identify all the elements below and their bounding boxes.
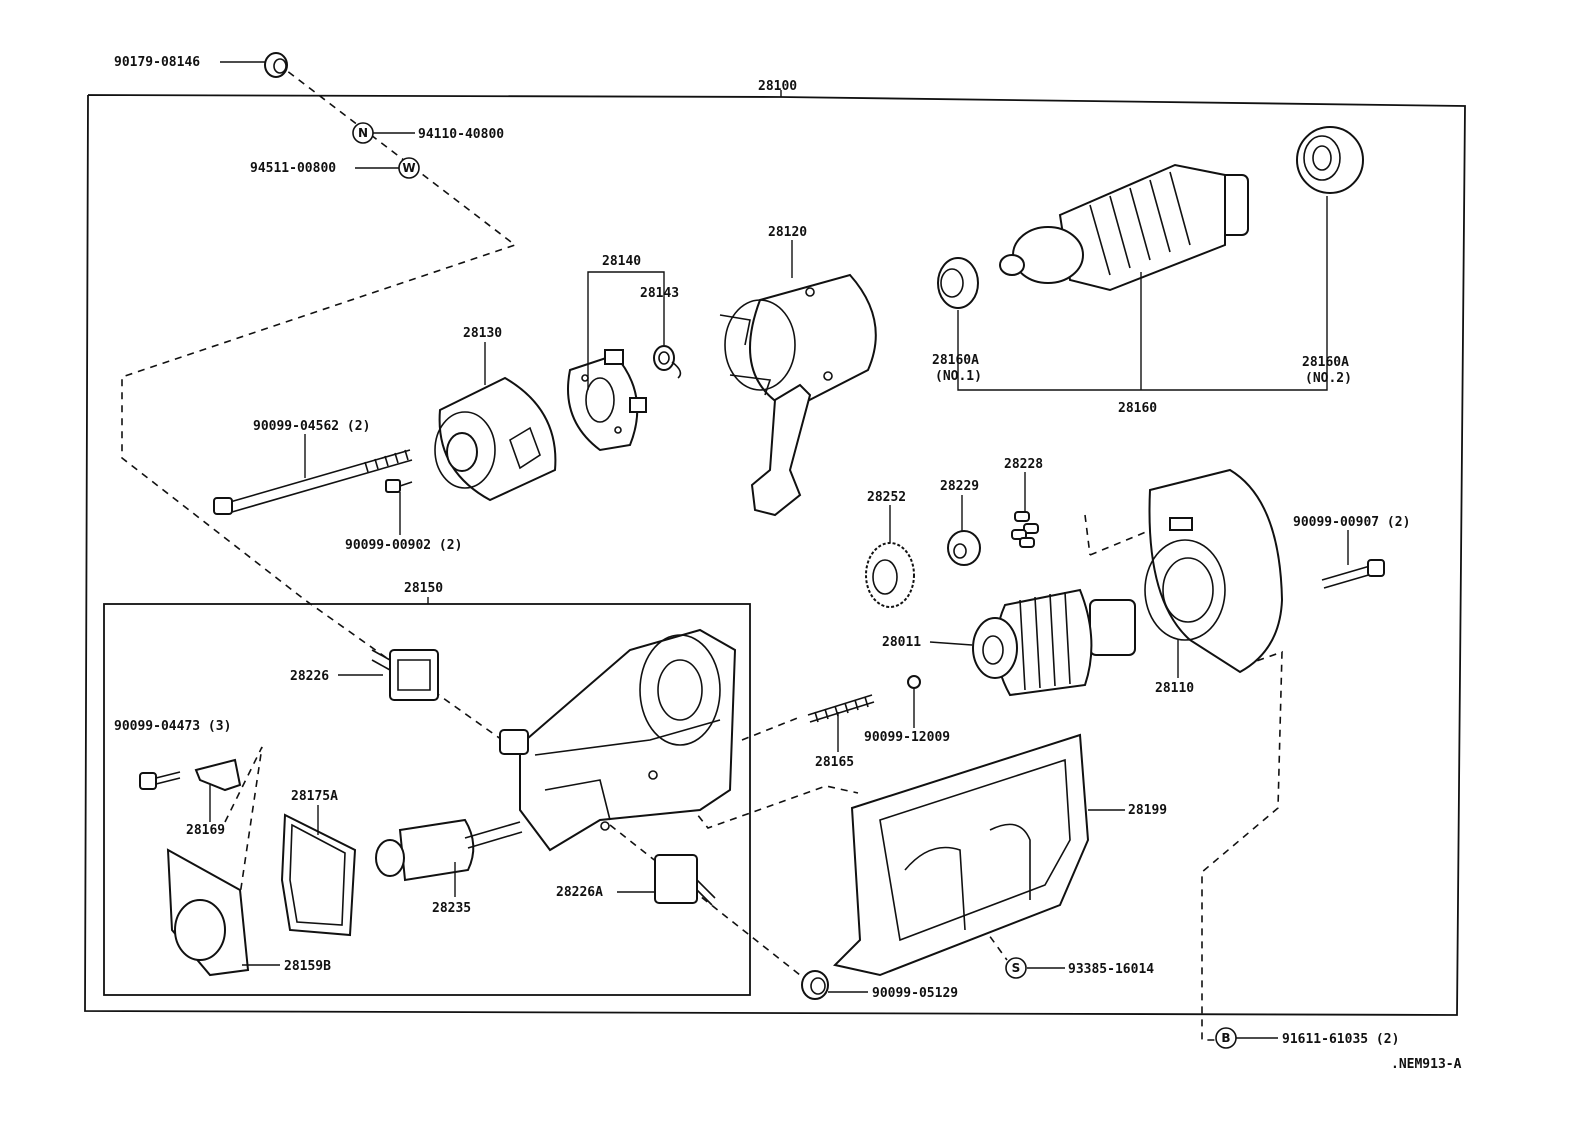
bolt-90099-00907-icon [1321, 559, 1385, 589]
label-94511-00800: 94511-00800 [250, 161, 336, 176]
yoke-28120-icon [719, 273, 877, 517]
symbol-s-icon: S [1005, 957, 1027, 979]
svg-text:W: W [402, 161, 415, 175]
nut-90099-05129-icon [801, 970, 829, 1000]
magnetic-switch-housing-icon [499, 628, 737, 852]
label-28165: 28165 [815, 755, 854, 770]
through-bolt-icon [213, 449, 413, 515]
plunger-28235-icon [375, 818, 523, 882]
svg-text:B: B [1221, 1031, 1230, 1045]
bearing-no2-icon [1296, 126, 1364, 194]
idle-gear-28252-icon [865, 542, 915, 608]
starter-housing-28110-icon [1144, 468, 1284, 674]
label-94110-40800: 94110-40800 [418, 127, 504, 142]
label-28110: 28110 [1155, 681, 1194, 696]
assembly-box-28100 [84, 94, 1466, 1016]
rollers-28228-icon [1011, 511, 1039, 548]
label-28143: 28143 [640, 286, 679, 301]
assembly-box-28150 [103, 603, 751, 996]
terminal-kit-28226-icon [371, 649, 439, 701]
label-28120: 28120 [768, 225, 807, 240]
retainer-28229-icon [947, 530, 981, 566]
label-93385-16014: 93385-16014 [1068, 962, 1154, 977]
label-28140: 28140 [602, 254, 641, 269]
gasket-28175a-icon [280, 813, 357, 937]
label-28235: 28235 [432, 901, 471, 916]
clutch-28011-icon [972, 588, 1136, 697]
svg-text:S: S [1012, 961, 1021, 975]
label-28100: 28100 [758, 79, 797, 94]
label-90099-05129: 90099-05129 [872, 986, 958, 1001]
cover-28159b-icon [166, 848, 250, 977]
leader-lines [209, 61, 1349, 1039]
label-28150: 28150 [404, 581, 443, 596]
label-90099-04562: 90099-04562 (2) [253, 419, 370, 434]
label-28160: 28160 [1118, 401, 1157, 416]
part-labels: 90179-08146 28100 94110-40800 94511-0080… [114, 55, 1462, 1072]
label-28199: 28199 [1128, 803, 1167, 818]
symbol-n-icon: N [352, 122, 374, 144]
symbol-b-icon: B [1215, 1027, 1237, 1049]
label-91611-61035: 91611-61035 (2) [1282, 1032, 1399, 1047]
label-28226: 28226 [290, 669, 329, 684]
label-28175a: 28175A [291, 789, 338, 804]
label-28160a-no1: 28160A [932, 353, 979, 368]
label-90099-00902: 90099-00902 (2) [345, 538, 462, 553]
plate-28169-icon [194, 758, 242, 792]
label-28169: 28169 [186, 823, 225, 838]
label-28160a-no2: 28160A [1302, 355, 1349, 370]
svg-text:N: N [358, 126, 368, 140]
label-28252: 28252 [867, 490, 906, 505]
label-28159b: 28159B [284, 959, 331, 974]
end-frame-28130-icon [434, 376, 557, 502]
nut-90179-08146-icon [264, 52, 288, 78]
label-90099-04473: 90099-04473 (3) [114, 719, 231, 734]
terminal-kit-28226a-icon [654, 854, 716, 906]
protector-28199-icon [833, 733, 1090, 977]
spring-28165-icon [807, 694, 875, 723]
dashed-alignment-lines [121, 63, 1283, 1041]
bearing-no1-icon [937, 257, 979, 309]
label-90179-08146: 90179-08146 [114, 55, 200, 70]
label-28160a-no1-note: (NO.1) [935, 369, 982, 384]
reference-code: .NEM913-A [1391, 1057, 1462, 1072]
armature-28160-icon [999, 163, 1249, 292]
screw-90099-04473-icon [139, 771, 181, 790]
label-28130: 28130 [463, 326, 502, 341]
label-28160a-no2-note: (NO.2) [1305, 371, 1352, 386]
steel-ball-icon [907, 675, 921, 689]
brush-holder-28140-icon [567, 349, 647, 452]
label-90099-00907: 90099-00907 (2) [1293, 515, 1410, 530]
screw-90099-00902-icon [385, 479, 413, 493]
label-28229: 28229 [940, 479, 979, 494]
label-90099-12009: 90099-12009 [864, 730, 950, 745]
label-28228: 28228 [1004, 457, 1043, 472]
symbol-w-icon: W [398, 157, 420, 179]
brush-spring-28143-icon [653, 345, 682, 379]
label-28011: 28011 [882, 635, 921, 650]
label-28226a: 28226A [556, 885, 603, 900]
